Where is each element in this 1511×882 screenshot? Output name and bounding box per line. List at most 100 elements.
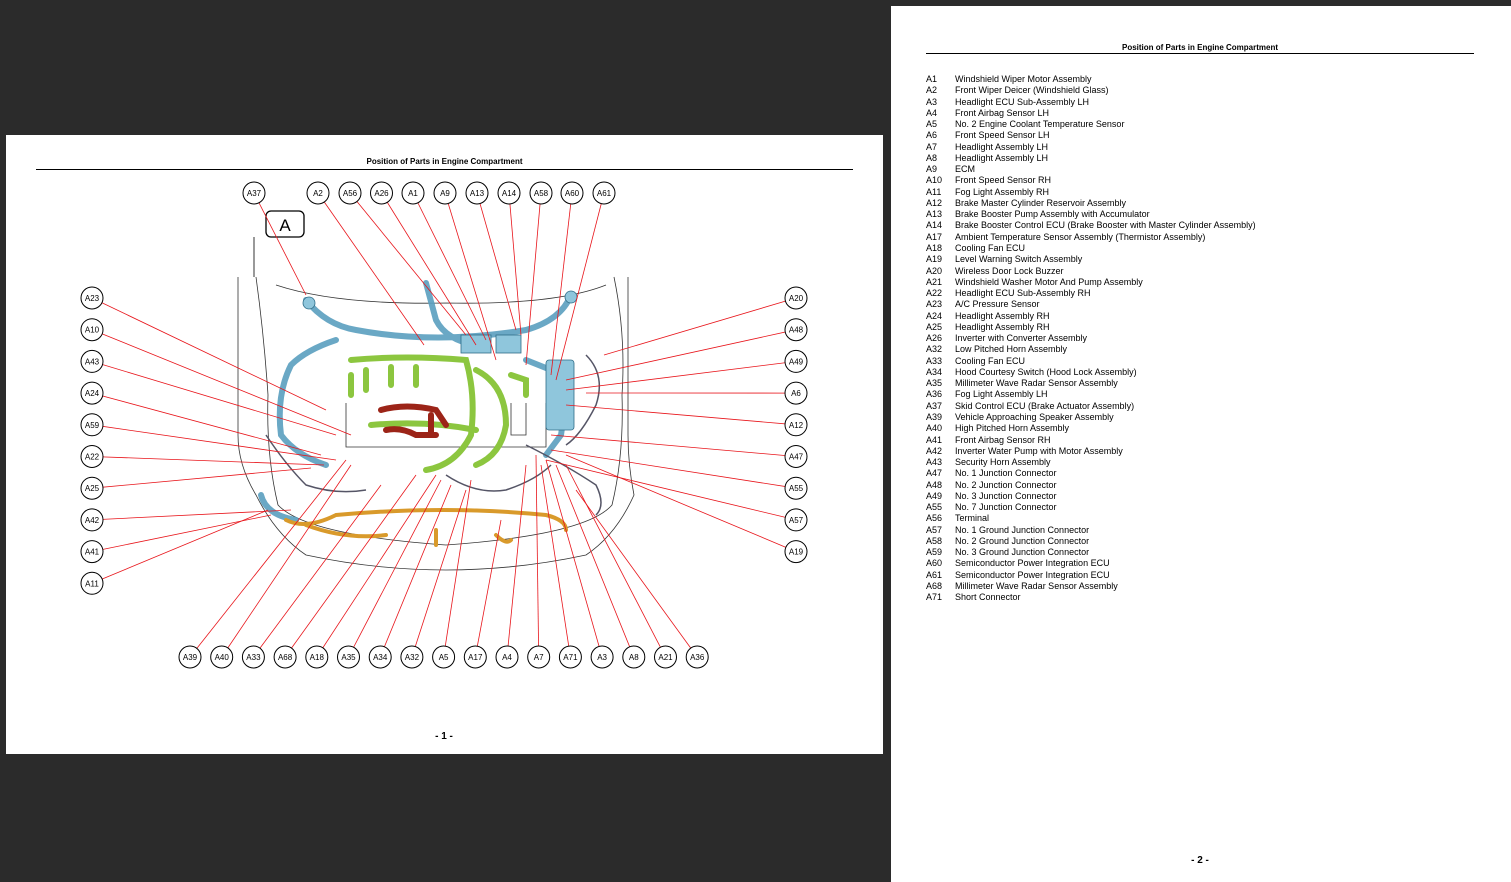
part-name: Cooling Fan ECU xyxy=(955,355,1026,366)
callout-a6: A6 xyxy=(784,381,808,405)
part-name: Headlight Assembly LH xyxy=(955,152,1049,163)
part-name: Fog Light Assembly RH xyxy=(955,186,1050,197)
leader-line xyxy=(476,192,517,331)
callout-label: A4 xyxy=(502,653,512,662)
callout-a22: A22 xyxy=(80,445,104,468)
leader-line xyxy=(316,474,437,658)
part-code: A33 xyxy=(926,355,943,366)
part-code: A34 xyxy=(926,366,943,377)
part-code: A43 xyxy=(926,457,943,468)
callout-a1: A1 xyxy=(401,181,425,205)
callout-a18: A18 xyxy=(305,645,329,669)
callout-label: A26 xyxy=(374,189,389,198)
part-name: Low Pitched Horn Assembly xyxy=(955,344,1068,355)
callout-label: A56 xyxy=(343,189,358,198)
leader-line xyxy=(545,459,797,521)
leader-line xyxy=(565,454,797,552)
part-name: Inverter Water Pump with Motor Assembly xyxy=(955,445,1123,456)
part-code: A35 xyxy=(926,378,943,389)
leader-line xyxy=(91,509,269,584)
callout-label: A33 xyxy=(246,653,261,662)
title-rule xyxy=(926,53,1474,54)
callout-a58: A58 xyxy=(529,181,553,205)
part-name: Front Wiper Deicer (Windshield Glass) xyxy=(955,85,1109,96)
leader-line xyxy=(575,489,698,658)
part-code: A60 xyxy=(926,558,943,569)
callout-label: A2 xyxy=(313,189,323,198)
part-name: Front Speed Sensor RH xyxy=(955,175,1052,186)
part-code: A5 xyxy=(926,119,938,130)
page-number: - 1 - xyxy=(435,731,453,742)
callout-label: A21 xyxy=(658,653,673,662)
title-rule xyxy=(36,169,853,170)
callout-label: A19 xyxy=(789,548,804,557)
part-name: Semiconductor Power Integration ECU xyxy=(955,569,1110,580)
callout-a26: A26 xyxy=(370,181,393,205)
part-code: A25 xyxy=(926,321,943,332)
page-title: Position of Parts in Engine Compartment xyxy=(366,157,523,166)
callout-a40: A40 xyxy=(210,645,234,669)
callout-a8: A8 xyxy=(622,645,646,669)
callout-label: A6 xyxy=(791,389,801,398)
leader-line xyxy=(412,192,487,341)
part-name: No. 2 Ground Junction Connector xyxy=(955,535,1090,546)
callout-label: A24 xyxy=(85,389,100,398)
view-label-box xyxy=(265,210,305,238)
callout-label: A5 xyxy=(439,653,449,662)
callout-a21: A21 xyxy=(654,645,677,669)
harness-blue-blocks xyxy=(302,290,578,431)
part-name: Ambient Temperature Sensor Assembly (The… xyxy=(955,231,1206,242)
leader-line xyxy=(565,404,797,426)
callout-label: A59 xyxy=(85,421,100,430)
callout-a24: A24 xyxy=(80,381,104,405)
part-name: Front Speed Sensor LH xyxy=(955,130,1050,141)
callout-a47: A47 xyxy=(784,445,808,468)
leader-line xyxy=(535,454,540,658)
part-row: A47 No. 1 Junction Connector xyxy=(926,468,1256,479)
callout-a56: A56 xyxy=(338,181,362,205)
leader-line xyxy=(91,392,322,456)
callout-a34: A34 xyxy=(368,645,392,669)
part-code: A56 xyxy=(926,513,943,524)
callout-label: A22 xyxy=(85,453,100,462)
part-name: High Pitched Horn Assembly xyxy=(955,423,1070,434)
part-name: Headlight ECU Sub-Assembly LH xyxy=(955,96,1090,107)
callout-label: A8 xyxy=(629,653,639,662)
callout-label: A39 xyxy=(183,653,198,662)
part-name: No. 2 Engine Coolant Temperature Sensor xyxy=(955,119,1125,130)
part-code: A58 xyxy=(926,535,943,546)
callout-a12: A12 xyxy=(784,413,808,437)
part-name: Brake Booster Pump Assembly with Accumul… xyxy=(955,209,1150,220)
callout-label: A3 xyxy=(597,653,607,662)
callout-label: A43 xyxy=(85,357,100,366)
part-name: No. 1 Junction Connector xyxy=(955,468,1057,479)
part-code: A47 xyxy=(926,468,943,479)
callout-a60: A60 xyxy=(560,181,584,205)
callout-a33: A33 xyxy=(241,645,265,669)
callout-a32: A32 xyxy=(400,645,424,669)
part-name: Level Warning Switch Assembly xyxy=(955,254,1083,265)
part-code: A68 xyxy=(926,580,943,591)
part-name: Vehicle Approaching Speaker Assembly xyxy=(955,411,1114,422)
part-name: Fog Light Assembly LH xyxy=(955,389,1048,400)
part-name: Skid Control ECU (Brake Actuator Assembl… xyxy=(955,400,1135,411)
leader-line xyxy=(565,361,797,391)
part-name: No. 3 Junction Connector xyxy=(955,490,1057,501)
part-code: A23 xyxy=(926,299,943,310)
leader-line xyxy=(555,464,635,658)
callout-a23: A23 xyxy=(80,286,104,310)
